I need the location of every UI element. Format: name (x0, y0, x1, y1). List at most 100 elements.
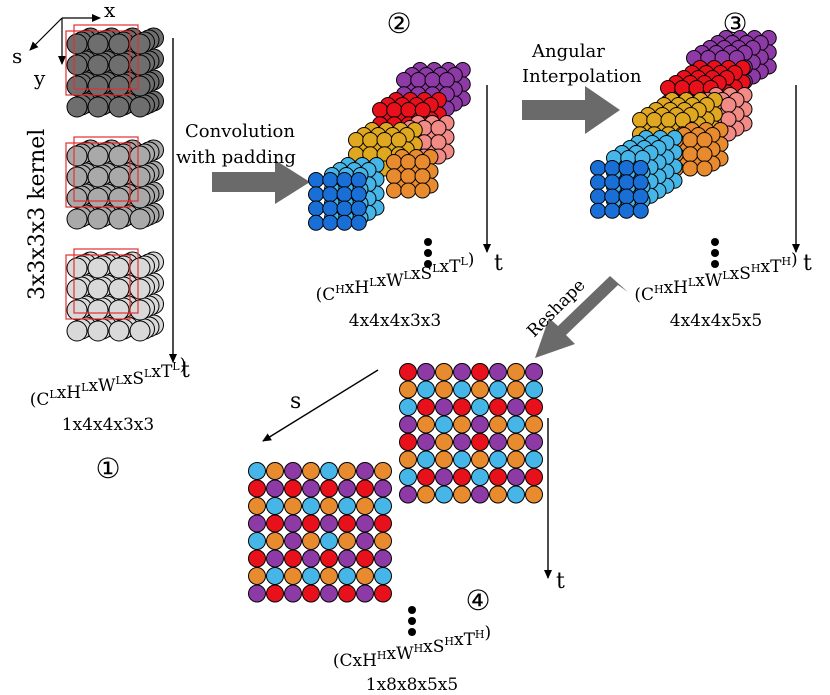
output-pixel (266, 567, 284, 585)
input-voxel (108, 320, 130, 342)
output-pixel (356, 497, 374, 515)
feature-voxel (696, 132, 713, 148)
convolution-arrow: Convolution with padding (176, 121, 310, 204)
output-pixel (266, 532, 284, 550)
output-pixel (248, 462, 266, 480)
output-pixel (320, 479, 338, 498)
output-pixel (489, 398, 507, 416)
feature-voxel (386, 102, 403, 118)
output-pixel (338, 549, 356, 568)
output-pixel (374, 462, 392, 480)
input-voxel (129, 96, 151, 118)
feature-voxel (386, 154, 402, 170)
output-pixel (435, 415, 453, 434)
input-voxel (66, 96, 88, 118)
output-pixel (399, 415, 417, 434)
output-pixel (525, 415, 543, 434)
input-voxel (66, 33, 88, 55)
output-pixel (489, 485, 507, 504)
output-pixel (435, 380, 453, 399)
output-pixel (248, 549, 266, 568)
stage4-output-grids (248, 363, 543, 603)
input-voxel (108, 208, 130, 230)
output-pixel (338, 532, 356, 550)
output-pixel (284, 584, 302, 603)
feature-voxel (410, 72, 427, 88)
output-pixel (266, 549, 284, 568)
convolution-label-2: with padding (176, 147, 296, 168)
output-pixel (356, 479, 374, 498)
output-pixel (320, 532, 338, 550)
stage4-s-axis (262, 369, 379, 442)
dims-superscript: L (369, 276, 377, 289)
feature-voxel (720, 97, 737, 113)
output-pixel (356, 462, 374, 480)
kernel-box (73, 24, 139, 90)
output-pixel (338, 497, 356, 515)
input-voxel (66, 257, 88, 279)
dims-base: xT (454, 630, 476, 650)
output-pixel (507, 433, 525, 451)
output-pixel (320, 584, 338, 603)
input-voxel (87, 96, 109, 118)
input-voxel (87, 75, 109, 97)
angular-label-1: Angular (531, 41, 605, 62)
output-pixel (453, 485, 471, 504)
reshape-arrow: Reshape (523, 275, 628, 358)
output-pixel (435, 398, 453, 416)
feature-voxel (336, 200, 353, 217)
feature-voxel (632, 202, 649, 219)
angular-label-2: Interpolation (522, 66, 642, 87)
output-pixel (338, 462, 356, 480)
dims-base: (C (634, 285, 654, 305)
output-pixel (453, 363, 471, 381)
feature-voxel (414, 182, 431, 199)
kernel-box (65, 142, 131, 208)
feature-voxel (604, 202, 621, 219)
dims-base: ) (485, 623, 492, 643)
stage1-input-volumes (65, 24, 164, 342)
output-pixel (374, 497, 392, 515)
kernel-box (65, 254, 131, 320)
output-pixel (320, 549, 338, 568)
output-pixel (507, 485, 525, 504)
feature-voxel (390, 132, 407, 148)
feature-voxel (618, 202, 635, 219)
dims-base: xH (57, 383, 81, 403)
angular-interpolation-arrow: Angular Interpolation (522, 41, 642, 134)
dims-superscript: H (414, 642, 424, 655)
dims-base: ) (791, 250, 798, 270)
output-pixel (399, 363, 417, 381)
dims-base: xT (440, 257, 462, 277)
output-pixel (525, 398, 543, 416)
feature-voxel (696, 160, 713, 177)
input-voxel (129, 257, 151, 279)
feature-voxel (322, 214, 339, 231)
output-pixel (284, 549, 302, 568)
output-pixel (417, 363, 435, 381)
output-pixel (248, 584, 266, 603)
feature-voxel (590, 202, 606, 219)
dims-base: xS (423, 637, 444, 657)
feature-voxel (308, 200, 324, 217)
input-voxel (66, 145, 88, 167)
output-pixel (266, 479, 284, 498)
output-pixel (417, 398, 435, 416)
input-voxel (108, 75, 130, 97)
dims-superscript: H (335, 283, 345, 296)
dims-superscript: L (432, 262, 440, 275)
output-pixel (302, 497, 320, 515)
output-pixel (525, 450, 543, 469)
feature-voxel (618, 160, 635, 176)
feature-voxel (400, 102, 417, 118)
feature-voxel (682, 146, 699, 163)
input-voxel (129, 54, 151, 76)
feature-voxel (590, 160, 606, 176)
output-pixel (320, 567, 338, 585)
feature-voxel (350, 200, 367, 217)
stage4-s-label: s (290, 389, 301, 414)
output-pixel (266, 584, 284, 603)
dims-superscript: L (81, 381, 89, 394)
dims-superscript: L (49, 388, 57, 401)
